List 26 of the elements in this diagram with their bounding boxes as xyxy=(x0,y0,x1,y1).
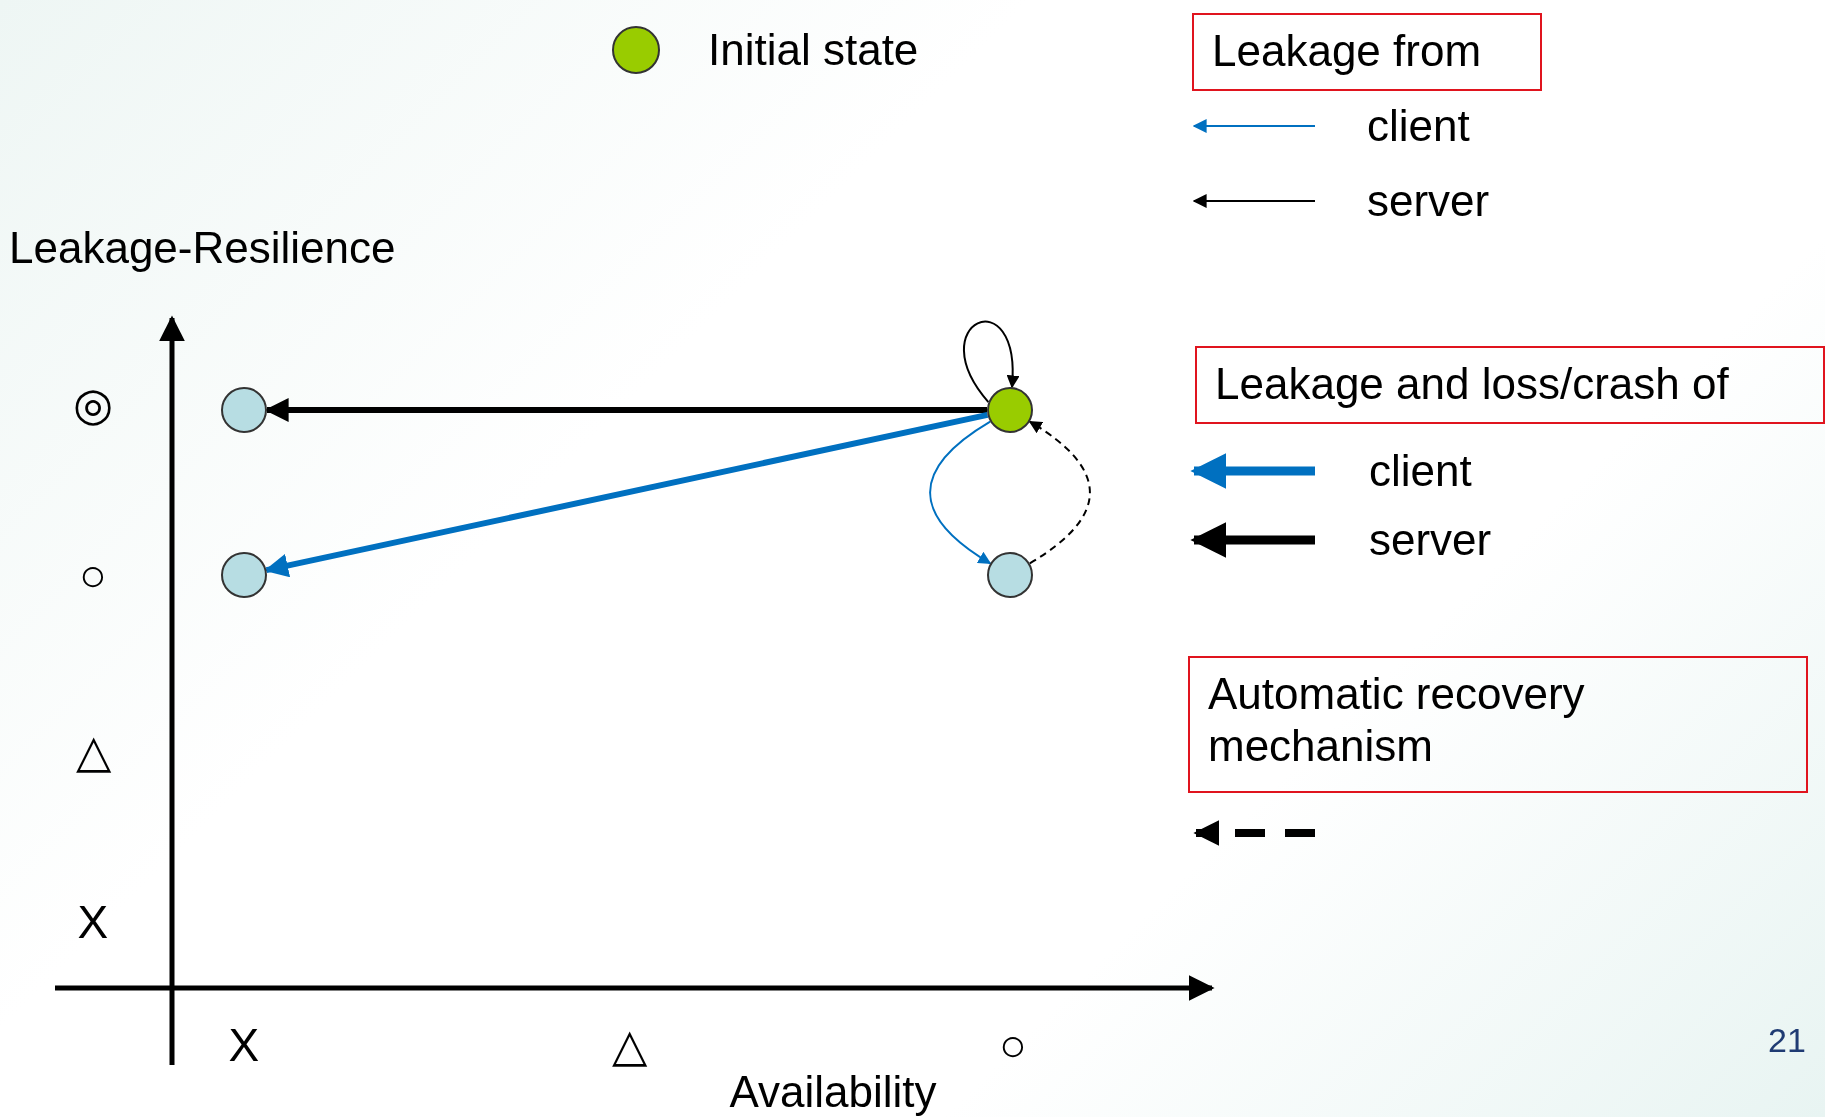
arrow xyxy=(962,320,1019,404)
state-circle xyxy=(221,387,267,433)
state-circle xyxy=(221,552,267,598)
axis-title: Leakage-Resilience xyxy=(9,224,396,273)
arrow xyxy=(1028,420,1091,565)
axis-tick-label: ○ xyxy=(999,1019,1027,1071)
legend-label: server xyxy=(1367,177,1490,226)
state-circle xyxy=(987,387,1033,433)
legend-heading: Leakage from xyxy=(1192,13,1542,91)
legend-label: client xyxy=(1369,447,1472,496)
arrow xyxy=(264,411,989,578)
axis-tick-label: ◎ xyxy=(73,378,113,430)
axis-tick-label: X xyxy=(77,896,109,948)
axis-tick-label: X xyxy=(228,1019,260,1071)
axis-tick-label: △ xyxy=(75,725,111,777)
page-number: 21 xyxy=(1768,1021,1806,1059)
axis-title: Availability xyxy=(729,1068,937,1117)
axis-tick-label: △ xyxy=(611,1019,647,1071)
legend-label: server xyxy=(1369,516,1492,565)
legend-heading: Automatic recovery mechanism xyxy=(1188,656,1808,793)
axis-tick-label: ○ xyxy=(79,549,107,601)
legend-label: Initial state xyxy=(708,26,919,75)
legend-label: client xyxy=(1367,102,1470,151)
arrow xyxy=(929,420,992,565)
legend-heading: Leakage and loss/crash of xyxy=(1195,346,1825,424)
state-circle xyxy=(987,552,1033,598)
